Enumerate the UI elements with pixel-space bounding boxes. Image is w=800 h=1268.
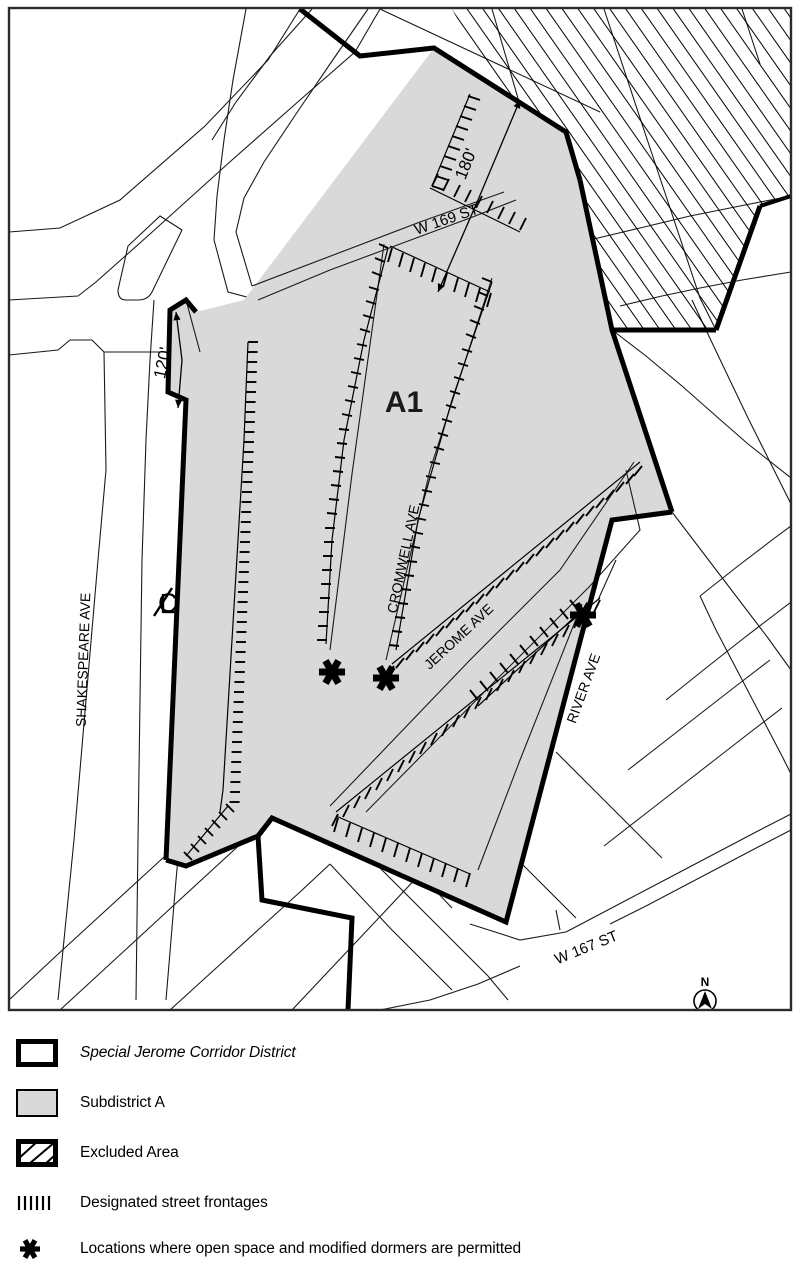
legend-label-special-district: Special Jerome Corridor District: [80, 1044, 296, 1061]
legend-item-subdistrict-a: Subdistrict A: [0, 1086, 165, 1120]
excluded-hatch-swatch-icon: [16, 1139, 58, 1167]
frontage-w169-north-upper: [431, 93, 481, 191]
asterisk-marker: [373, 664, 399, 692]
frontage-jerome-south: [333, 815, 471, 888]
legend-item-asterisk: Locations where open space and modified …: [0, 1232, 521, 1266]
asterisk-marker: [319, 658, 345, 686]
subdistrict-fill-swatch-icon: [16, 1089, 58, 1117]
frontage-southwest: [183, 803, 235, 861]
north-arrow-label: N: [701, 975, 710, 989]
street-label-shakespeare: SHAKESPEARE AVE: [73, 592, 94, 727]
legend-label-asterisk: Locations where open space and modified …: [80, 1240, 522, 1257]
map-svg: 180' 120' A1 W 169 ST W 167 ST CROMWELL …: [7, 6, 793, 1012]
map-border: [7, 6, 793, 1012]
asterisk-marker: [570, 601, 596, 629]
legend-item-frontages: Designated street frontages: [0, 1186, 268, 1220]
map-figure: 180' 120' A1 W 169 ST W 167 ST CROMWELL …: [7, 6, 793, 1012]
map-legend: Special Jerome Corridor District Subdist…: [0, 1020, 800, 1268]
district-outline-swatch-icon: [16, 1039, 58, 1067]
subdistrict-a1-label: A1: [385, 386, 423, 419]
asterisk-swatch-icon: [16, 1233, 58, 1265]
asterisk-markers: [319, 601, 596, 692]
frontage-w169-north: [429, 173, 527, 233]
frontage-west: [219, 341, 258, 813]
subdistrict-a-polygon: [166, 48, 672, 922]
frontage-river: [469, 599, 581, 707]
legend-label-excluded-area: Excluded Area: [80, 1144, 179, 1161]
centerline-mark-icon: C: [152, 587, 178, 618]
legend-item-excluded-area: Excluded Area: [0, 1136, 179, 1170]
frontage-cromwell-west: [317, 243, 389, 645]
legend-item-special-district: Special Jerome Corridor District: [0, 1036, 296, 1070]
frontage-cromwell-east: [388, 277, 493, 651]
excluded-area: [452, 9, 791, 330]
north-arrow-icon: N: [693, 975, 717, 1010]
frontage-jerome-northeast: [385, 461, 643, 677]
frontage-ticks-swatch-icon: [16, 1193, 58, 1213]
frontage-w169-south: [387, 245, 492, 308]
special-district-boundary: [163, 8, 791, 1010]
legend-label-subdistrict-a: Subdistrict A: [80, 1094, 165, 1111]
legend-label-frontages: Designated street frontages: [80, 1194, 268, 1211]
